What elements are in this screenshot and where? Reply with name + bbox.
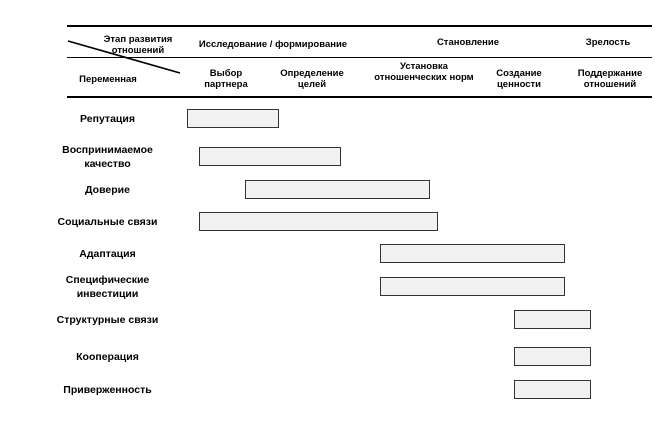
row-label: Социальные связи	[57, 216, 158, 228]
row-span-bar	[187, 109, 279, 128]
row-label: Кооперация	[76, 351, 139, 363]
stage-relationship-maintenance-label: Поддержание отношений	[577, 68, 643, 90]
stage-partner-selection-label: Выбор партнера	[204, 68, 248, 90]
stage-goal-definition-label: Определение целей	[280, 68, 344, 90]
header-bottom-line	[67, 96, 652, 98]
row-label: Адаптация	[79, 248, 136, 260]
row-span-bar	[199, 212, 438, 231]
phase-maturity-label: Зрелость	[585, 37, 631, 48]
stage-norm-setting-label: Установка отношенческих норм	[374, 61, 474, 83]
row-span-bar	[514, 347, 591, 366]
header-corner-diagonal	[67, 40, 181, 74]
row-label: Приверженность	[63, 384, 152, 396]
header-middle-line	[67, 57, 652, 58]
row-span-bar	[514, 310, 591, 329]
row-label: Репутация	[80, 113, 135, 125]
row-span-bar	[245, 180, 430, 199]
row-label: Доверие	[85, 184, 130, 196]
row-label: Воспринимаемое качество	[62, 144, 153, 170]
row-span-bar	[199, 147, 341, 166]
stage-value-creation-label: Создание ценности	[496, 68, 542, 90]
header-corner-top-label: Этап развития отношений	[103, 34, 173, 56]
row-span-bar	[514, 380, 591, 399]
row-label: Структурные связи	[56, 314, 159, 326]
header-top-line	[67, 25, 652, 27]
row-span-bar	[380, 244, 565, 263]
phase-exploration-label: Исследование / формирование	[198, 39, 348, 50]
row-span-bar	[380, 277, 565, 296]
header-corner-bottom-label: Переменная	[79, 74, 137, 85]
row-label: Специфические инвестиции	[65, 274, 150, 300]
phase-buildup-label: Становление	[436, 37, 500, 48]
